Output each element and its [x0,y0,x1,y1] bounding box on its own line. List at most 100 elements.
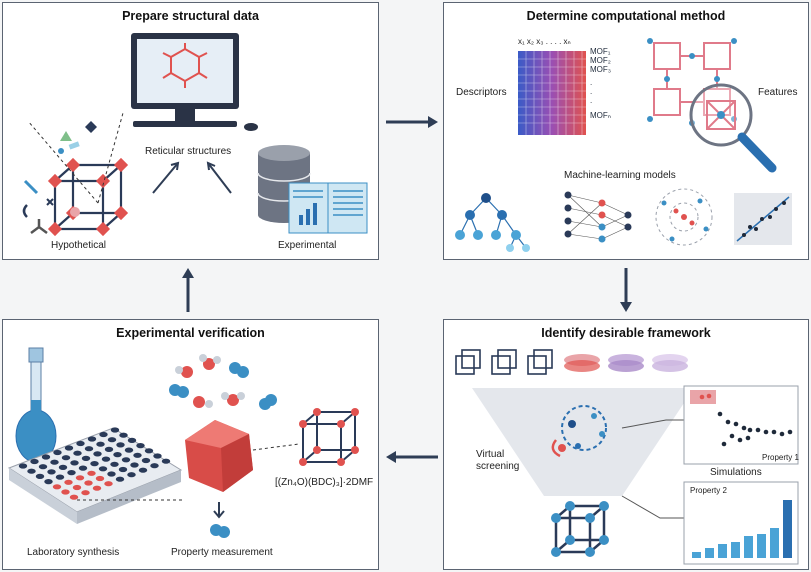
well-icon [110,461,119,467]
bar [770,528,779,558]
well-icon [119,432,128,438]
well-icon [67,470,76,476]
well-icon [99,431,108,438]
panel-determine-computational-method: Determine computational method [443,2,809,260]
label-features: Features [758,87,798,98]
crystal-icon [185,420,253,492]
bar [744,536,753,558]
arrow-left-head [386,451,396,463]
scatter-point [745,435,751,441]
well-icon [70,460,79,466]
label-descriptors: Descriptors [456,87,507,98]
panel-title-verification: Experimental verification [116,326,265,340]
scatter-point [737,437,743,443]
well-icon [64,479,73,485]
well-icon [92,485,102,491]
well-icon [121,457,131,463]
well-icon [93,451,102,457]
well-icon [87,436,97,442]
mof-row-label: MOF₁ [590,47,611,56]
dashed-fan-lines [27,112,124,204]
bar [718,544,727,558]
matrix-grid [518,51,586,135]
panel-prepare-structural-data: Prepare structural data [2,2,379,260]
clustering-icon [655,188,713,246]
well-icon [72,484,82,491]
well-icon [153,453,162,459]
scatter-point [779,431,785,437]
neural-network-icon [567,194,629,240]
well-icon [150,463,159,469]
well-icon [50,459,59,465]
panel-title-prepare: Prepare structural data [122,9,259,23]
verification-illustration [7,347,359,538]
well-icon [115,476,125,482]
well-icon [64,445,74,451]
bar [757,534,766,558]
simulation-connectors [621,419,684,519]
scatter-point [717,411,723,417]
well-icon [38,464,48,470]
well-icon [95,475,105,482]
measurement-arrow [213,502,225,519]
arrow-up-head [182,268,194,278]
scatter-point [771,429,777,435]
well-icon [87,470,96,476]
scatter-point [741,425,747,431]
well-icon [118,466,128,473]
well-icon [52,484,62,490]
label-experimental: Experimental [278,240,337,251]
well-icon [90,461,99,467]
well-icon [35,473,45,479]
scatter-point [725,419,731,425]
panel-identify-desirable-framework: Identify desirable framework [443,319,809,570]
scatter-point [747,427,753,433]
mof-row-label: . [590,96,593,105]
label-ml-models: Machine-learning models [564,170,676,181]
label-reticular-structures: Reticular structures [145,146,232,157]
well-icon [104,446,114,452]
well-icon [113,452,122,458]
well-icon [81,490,90,496]
flask-icon [15,347,57,463]
magnifier-icon [689,83,777,173]
well-icon [81,455,91,461]
well-icon [141,457,151,464]
descriptor-matrix [518,51,586,135]
candidate-framework-icons [455,349,553,375]
framework-structure-icon [653,42,731,116]
arrows-to-reticular [152,161,232,194]
computer-monitor-icon [131,33,258,131]
well-icon [73,450,82,456]
well-icon [110,427,120,433]
well-icon [61,455,71,461]
scatter-point [729,433,735,439]
molecule-icons [169,354,277,410]
mof5-cube-icon [302,411,356,463]
prepare-illustration [22,33,368,237]
mof-row-label: MOF₃ [590,65,612,74]
panel-title-determine: Determine computational method [526,9,726,23]
mof-row-label: . [590,87,593,96]
scatter-point [763,429,769,435]
well-icon [130,462,139,468]
well-icon [27,468,36,474]
scatter-point [733,421,739,427]
well-icon [55,474,65,480]
well-icon [76,440,85,447]
label-property1: Property 1 [762,453,799,462]
property1-scatter [699,393,793,447]
well-icon [144,448,154,454]
well-icon [61,489,70,495]
well-icon [127,437,137,443]
mof-row-labels: MOF₁ MOF₂ MOF₃ . . . MOFₙ [590,47,611,120]
well-icon [30,458,39,465]
identify-illustration [455,349,799,565]
well-icon [107,437,117,443]
well-icon [69,494,79,500]
well-icon [53,449,62,456]
building-block-icons [22,121,97,234]
arrow-down-head [620,302,632,312]
well-icon [96,441,105,447]
dashed-connectors [77,443,300,501]
